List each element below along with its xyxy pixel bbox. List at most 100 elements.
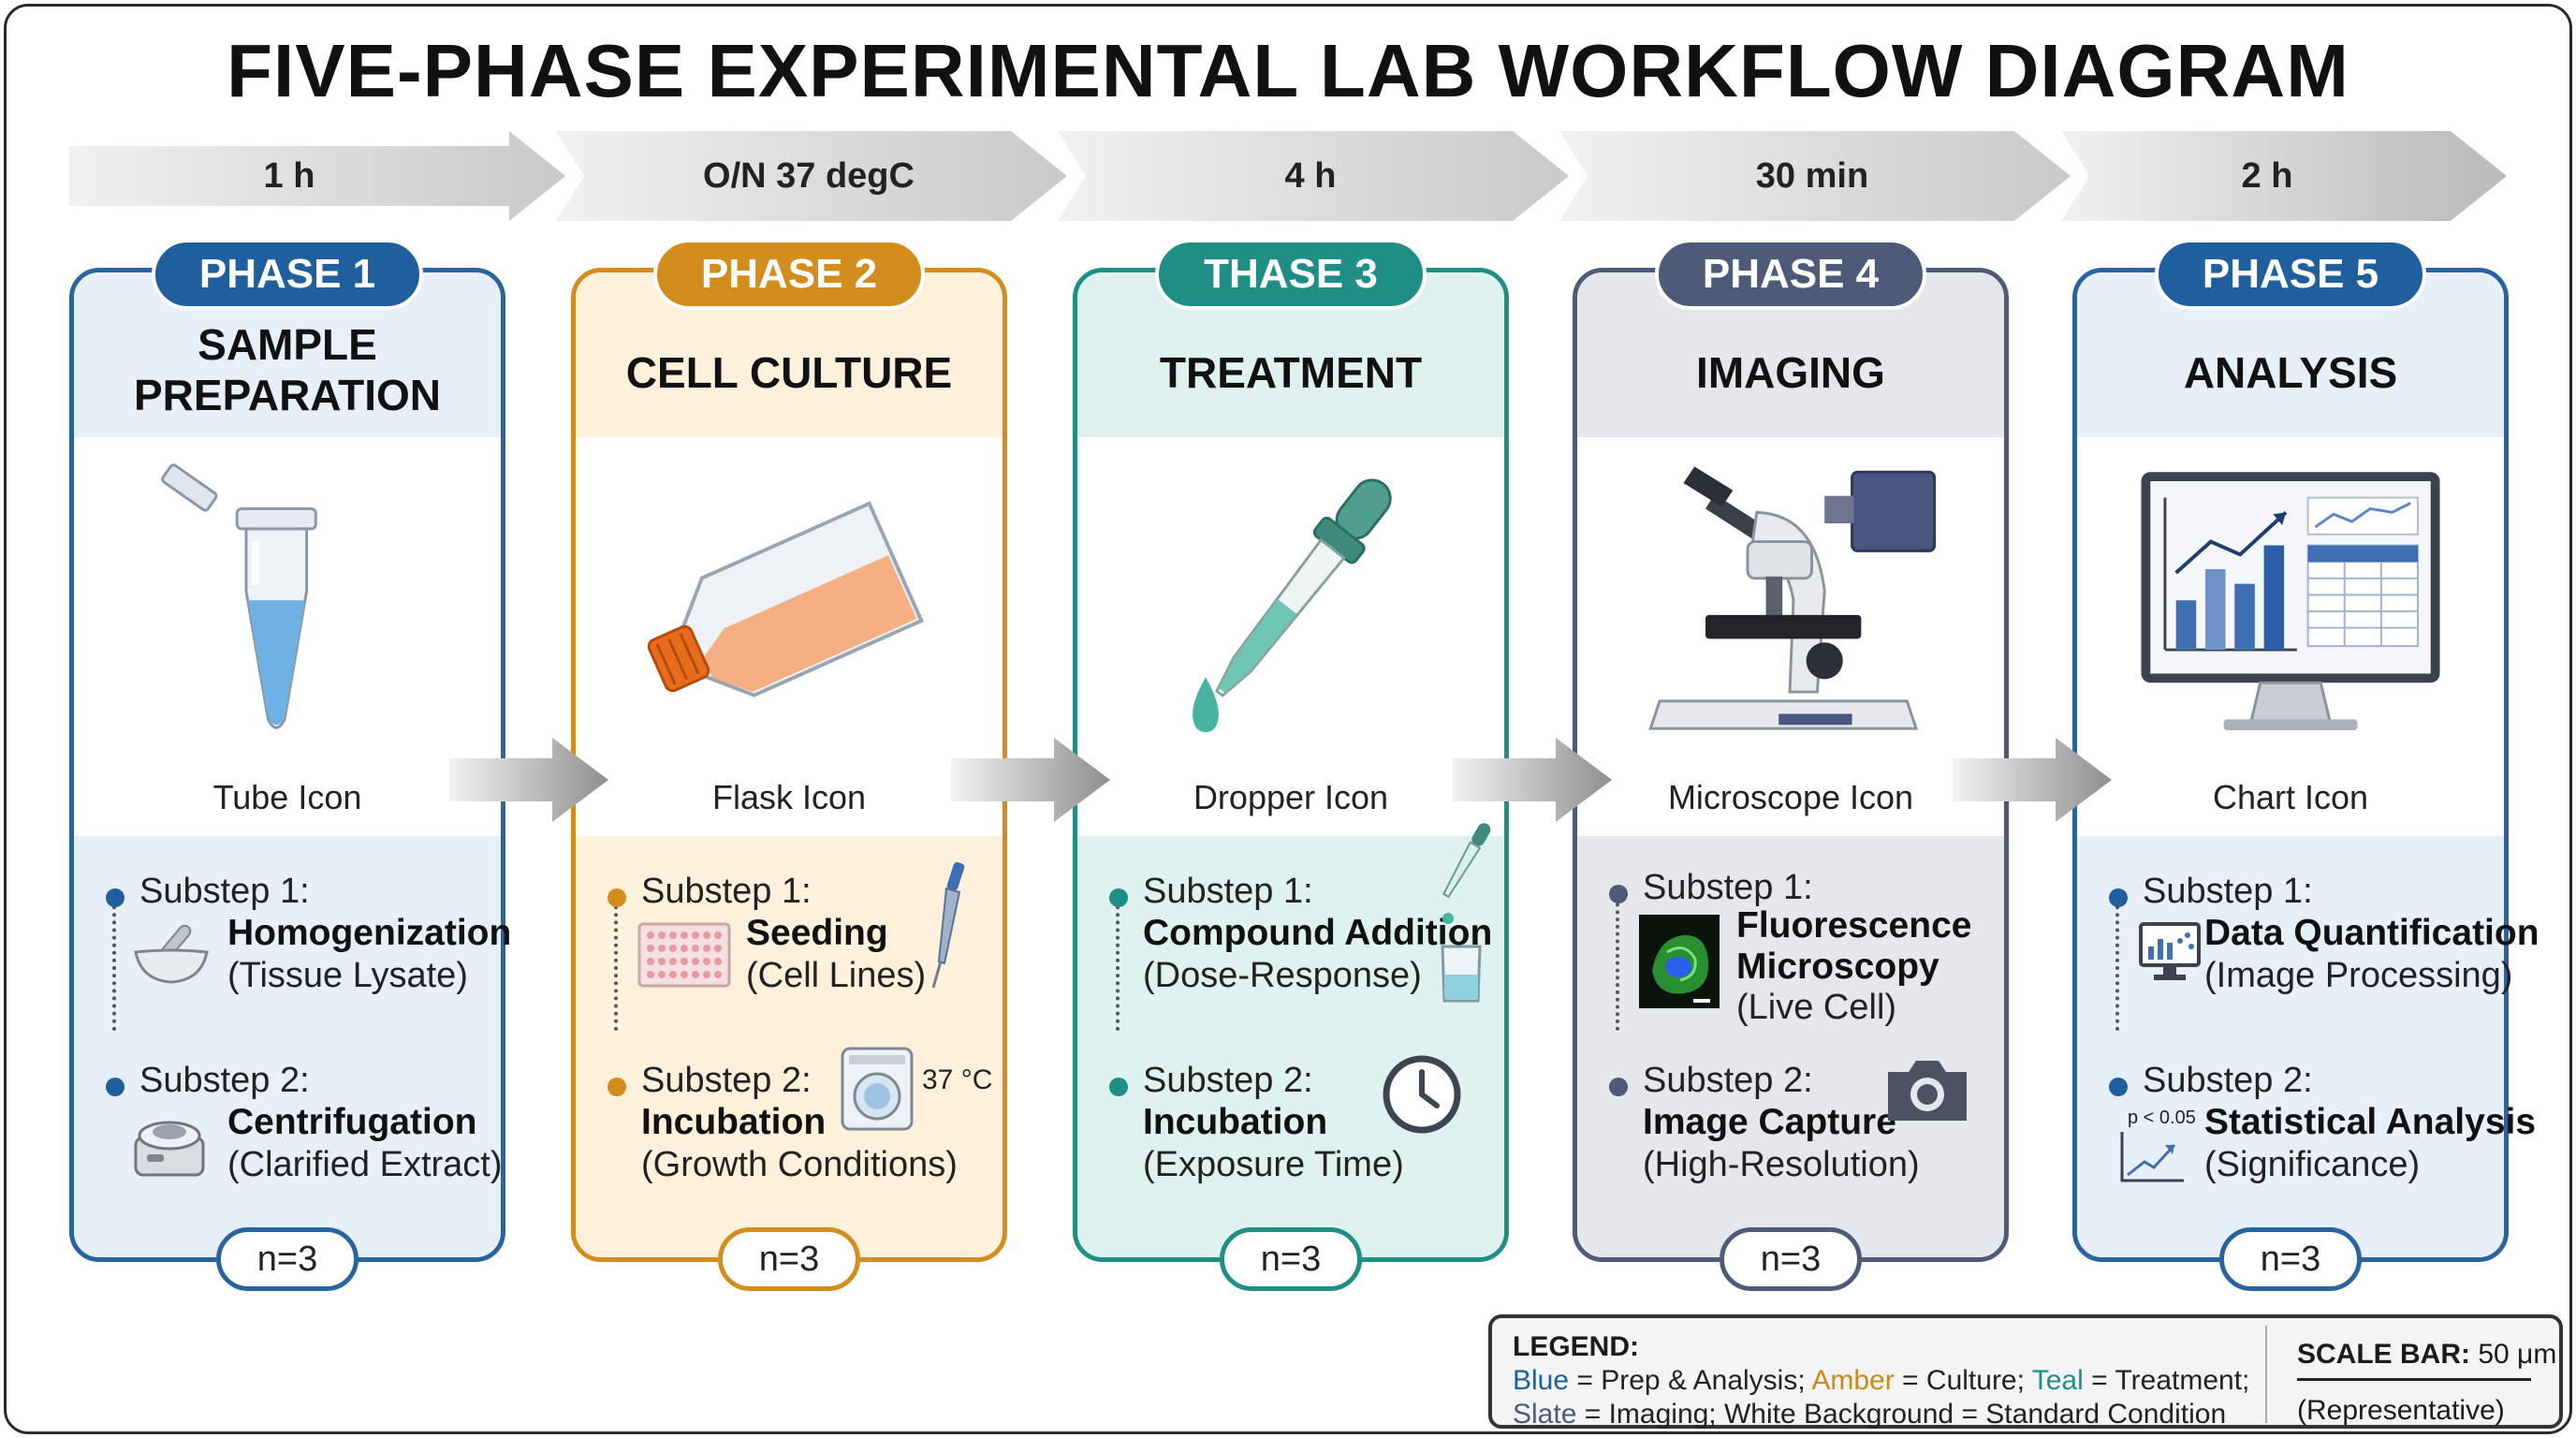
legend-divider xyxy=(2265,1326,2267,1423)
monitor-chart-icon xyxy=(2139,922,2201,980)
well-plate-icon xyxy=(637,922,731,988)
phase-4-substep-2-name: Image Capture xyxy=(1643,1102,1896,1142)
phase-2-incubation-temperature: 37 °C xyxy=(922,1064,993,1095)
legend-line-2: Slate = Imaging; White Background = Stan… xyxy=(1513,1399,2226,1431)
phase-5-substep-1-desc: (Image Processing) xyxy=(2204,956,2513,995)
phase-2-substep-1-dot xyxy=(607,888,626,907)
camera-icon xyxy=(1888,1061,1967,1121)
phase-1-title-line-1: SAMPLE xyxy=(198,320,377,369)
phase-1-icon-label: Tube Icon xyxy=(212,778,362,816)
phase-2-substep-1-desc: (Cell Lines) xyxy=(746,956,927,995)
legend-teal: Teal xyxy=(2031,1365,2084,1396)
phase-1-title-line-2: PREPARATION xyxy=(134,371,441,419)
scale-bar-underline xyxy=(2297,1378,2531,1381)
phase-3-substep-2-label: Substep 2: xyxy=(1143,1061,1313,1100)
phase-4-substep-2-desc: (High-Resolution) xyxy=(1643,1145,1920,1184)
phase-5-substep-1-label: Substep 1: xyxy=(2143,872,2313,911)
phase-2-substep-2-name: Incubation xyxy=(641,1102,827,1142)
phase-3-substep-panel xyxy=(1077,836,1504,1257)
phase-1-substep-connector xyxy=(112,890,116,1031)
legend-blue-meaning: = Prep & Analysis; xyxy=(1569,1365,1812,1396)
incubator-icon xyxy=(841,1047,914,1131)
timeline-segment-5: 2 h xyxy=(2061,131,2507,221)
phase-5-substep-2-desc: (Significance) xyxy=(2204,1145,2421,1184)
flow-arrow-2-to-3 xyxy=(951,738,1110,822)
phase-4-substep-1-desc: (Live Cell) xyxy=(1736,988,1897,1027)
legend-amber: Amber xyxy=(1811,1365,1895,1396)
timeline-label-1: 1 h xyxy=(263,156,315,196)
phase-3-substep-1-desc: (Dose-Response) xyxy=(1143,956,1422,995)
phase-4-substep-1-name-line-2: Microscopy xyxy=(1736,946,1939,987)
timeline-label-2: O/N 37 degC xyxy=(703,156,915,196)
phase-1-substep-1-name: Homogenization xyxy=(227,913,512,953)
phase-1-substep-2-name: Centrifugation xyxy=(227,1102,477,1142)
phase-3-substep-2-name: Incubation xyxy=(1143,1102,1328,1142)
timeline-segment-2: O/N 37 degC xyxy=(556,131,1067,221)
timeline-label-5: 2 h xyxy=(2241,156,2293,196)
tube-icon xyxy=(161,463,317,729)
phase-5-substep-2-label: Substep 2: xyxy=(2143,1061,2313,1100)
phase-5-substep-1-name: Data Quantification xyxy=(2204,913,2539,953)
scale-bar-label: SCALE BAR: 50 μm xyxy=(2297,1339,2556,1371)
phase-4-icon-label: Microscope Icon xyxy=(1667,778,1914,816)
phase-5-substep-connector xyxy=(2115,890,2119,1031)
phase-4-sample-size: n=3 xyxy=(1720,1227,1862,1291)
phase-2-substep-1-name: Seeding xyxy=(746,913,888,953)
scale-bar-value: 50 μm xyxy=(2470,1339,2557,1370)
phase-5-substep-1-dot xyxy=(2109,888,2128,907)
diagram-title: FIVE-PHASE EXPERIMENTAL LAB WORKFLOW DIA… xyxy=(227,29,2349,112)
phase-5-sample-size: n=3 xyxy=(2219,1227,2362,1291)
timeline-segment-3: 4 h xyxy=(1058,131,1569,221)
trend-icon xyxy=(2120,1132,2184,1182)
phase-5-icon-label: Chart Icon xyxy=(2212,778,2369,816)
timeline-segment-1: 1 h xyxy=(69,131,565,221)
mortar-pestle-icon xyxy=(134,924,209,984)
phase-3-substep-2-desc: (Exposure Time) xyxy=(1143,1145,1404,1184)
flow-arrow-1-to-2 xyxy=(449,738,608,822)
phase-2-substep-2-label: Substep 2: xyxy=(641,1061,812,1100)
phase-1-substep-2-dot xyxy=(106,1078,124,1096)
flow-arrow-3-to-4 xyxy=(1453,738,1612,822)
legend-heading: LEGEND: xyxy=(1513,1331,1639,1362)
phase-2-substep-2-dot xyxy=(607,1078,626,1096)
phase-card-1: PHASE 1 SAMPLE PREPARATION Tube Icon Sub… xyxy=(69,239,511,1291)
flask-icon xyxy=(647,501,924,697)
phase-4-substep-1-label: Substep 1: xyxy=(1643,868,1813,907)
phase-card-4: PHASE 4 IMAGING Microscope Icon Substep … xyxy=(1573,239,2009,1291)
phase-3-substep-2-dot xyxy=(1109,1078,1128,1096)
phase-card-2: PHASE 2 CELL CULTURE Flask Icon Substep … xyxy=(571,239,1007,1291)
phase-4-substep-2-label: Substep 2: xyxy=(1643,1061,1813,1100)
phase-3-pill: THASE 3 xyxy=(1155,239,1427,310)
phase-1-pill: PHASE 1 xyxy=(152,239,423,310)
phase-3-icon-label: Dropper Icon xyxy=(1193,778,1389,816)
fluorescence-image-icon xyxy=(1639,915,1720,1008)
phase-2-substep-connector xyxy=(614,890,618,1031)
phase-card-3: THASE 3 TREATMENT Dropper Icon Substep 1… xyxy=(1073,239,1509,1291)
phase-2-substep-2-desc: (Growth Conditions) xyxy=(641,1145,958,1184)
phase-1-sample-size: n=3 xyxy=(216,1227,359,1291)
legend-slate: Slate xyxy=(1513,1399,1577,1430)
phase-4-pill: PHASE 4 xyxy=(1655,239,1926,310)
phase-3-title: TREATMENT xyxy=(1159,348,1423,397)
legend-box: LEGEND: Blue = Prep & Analysis; Amber = … xyxy=(1488,1314,2563,1431)
phase-1-substep-1-dot xyxy=(106,888,124,907)
phase-2-icon-label: Flask Icon xyxy=(711,778,867,816)
clock-icon xyxy=(1383,1055,1461,1134)
phase-1-substep-1-desc: (Tissue Lysate) xyxy=(227,956,468,995)
phase-1-substep-panel xyxy=(74,836,501,1257)
phase-2-pill: PHASE 2 xyxy=(653,239,925,310)
phase-5-substep-2-dot xyxy=(2109,1078,2128,1096)
pipette-icon xyxy=(931,861,965,989)
flow-arrow-4-to-5 xyxy=(1953,738,2112,822)
legend-line-1: Blue = Prep & Analysis; Amber = Culture;… xyxy=(1513,1365,2249,1397)
phase-3-substep-1-name: Compound Addition xyxy=(1143,913,1493,953)
phase-1-substep-2-label: Substep 2: xyxy=(139,1061,310,1100)
timeline-segment-4: 30 min xyxy=(1559,131,2071,221)
phase-5-substep-panel xyxy=(2077,836,2504,1257)
timeline-label-3: 4 h xyxy=(1284,156,1337,196)
phase-4-substep-1-dot xyxy=(1609,885,1628,903)
legend-amber-meaning: = Culture; xyxy=(1894,1365,2032,1396)
dropper-icon xyxy=(1193,478,1392,733)
phase-2-title: CELL CULTURE xyxy=(625,348,953,397)
legend-blue: Blue xyxy=(1513,1365,1570,1396)
